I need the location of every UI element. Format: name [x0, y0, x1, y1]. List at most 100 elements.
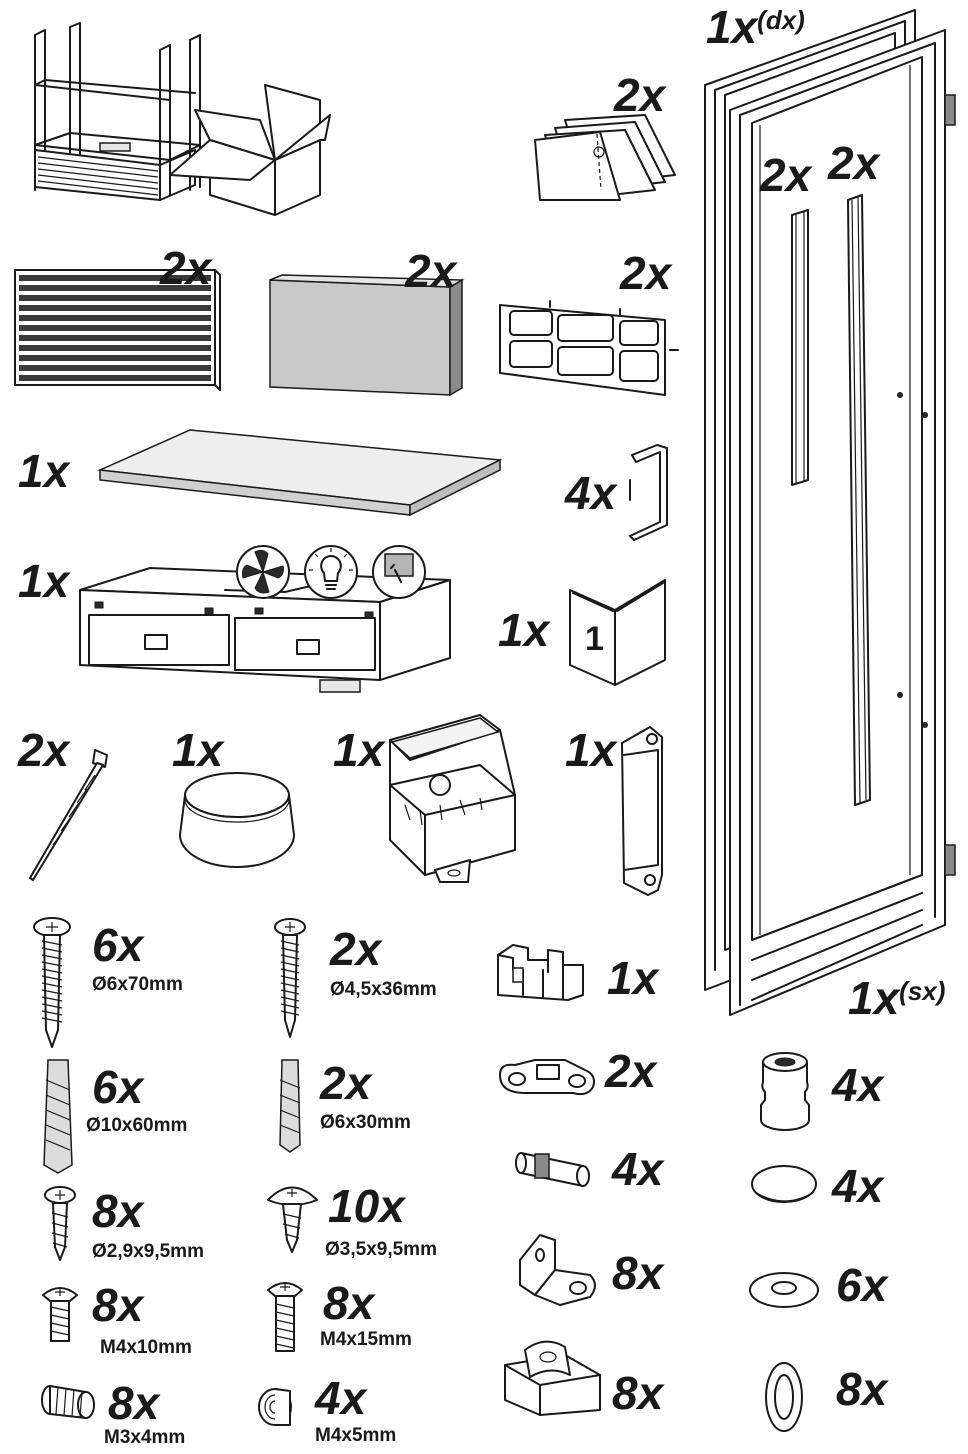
qty-anchor-10x60: 6x: [92, 1061, 144, 1113]
grille-slat: [19, 355, 211, 361]
dim-screw-6x70: Ø6x70mm: [92, 974, 183, 995]
grille-slat: [19, 275, 211, 281]
qty-junction-box: 1x: [333, 724, 385, 776]
cable-tie-illustration: [29, 749, 108, 881]
glass-shelf-illustration: [97, 429, 503, 517]
screw-m4x15-illustration: [267, 1282, 303, 1352]
screw-4-5x36-illustration: [274, 918, 306, 1038]
qty-u-clip: 8x: [612, 1367, 664, 1419]
angle-bracket-illustration: [519, 1234, 596, 1306]
hinge-plate-illustration: [621, 726, 663, 896]
dim-anchor-10x60: Ø10x60mm: [86, 1115, 188, 1136]
book-number: 1: [585, 620, 604, 658]
grille-slat: [19, 365, 211, 371]
grub-m4x5-illustration: [258, 1388, 292, 1426]
grille-slat: [19, 285, 211, 291]
grille-slat: [19, 295, 211, 301]
oval-grommet-illustration: [765, 1362, 803, 1432]
dim-screw-3-5x9-5: Ø3,5x9,5mm: [325, 1239, 437, 1260]
screw-m4x10-illustration: [42, 1287, 78, 1342]
screw-3-5x9-5-illustration: [267, 1186, 318, 1253]
qty-door-sx: 1x(sx): [848, 972, 946, 1024]
round-cap-illustration: [179, 772, 295, 868]
bushing-illustration: [760, 1052, 810, 1131]
panel-illustration: [269, 274, 465, 397]
qty-hinge-plate: 1x: [565, 724, 617, 776]
qty-oval-grommet: 8x: [836, 1363, 888, 1415]
qty-pin: 4x: [612, 1143, 664, 1195]
dim-grub-m4x5: M4x5mm: [315, 1425, 397, 1446]
filter-frame-illustration: [499, 300, 679, 396]
screw-thread: [41, 940, 63, 946]
clip-bracket-illustration: [499, 1059, 595, 1096]
grille-slat: [19, 345, 211, 351]
dim-screw-m4x15: M4x15mm: [320, 1329, 412, 1350]
dome-cap-illustration: [751, 1165, 817, 1203]
screw-6x70-illustration: [33, 917, 71, 1048]
qty-manual-sheets: 2x: [614, 69, 666, 121]
grille-slat: [19, 335, 211, 341]
screw-thread: [280, 996, 300, 1002]
screw-thread: [41, 954, 63, 960]
screw-thread: [41, 982, 63, 988]
qty-door-dx: 1x(dx): [706, 1, 805, 53]
grille-illustration: [14, 269, 221, 391]
drawer-unit-illustration: [79, 567, 451, 693]
qty-washer: 6x: [836, 1259, 888, 1311]
qty-spacer-block: 1x: [607, 952, 659, 1004]
screw-thread: [280, 940, 300, 946]
feature-icons: [236, 545, 426, 599]
dim-grub-m3x4: M3x4mm: [104, 1427, 186, 1448]
qty-grub-m3x4: 8x: [108, 1377, 160, 1429]
screw-thread: [41, 961, 63, 967]
cabinet-frame-illustration: [34, 22, 331, 216]
dim-screw-4-5x36: Ø4,5x36mm: [330, 979, 437, 1000]
grille-slat: [19, 325, 211, 331]
qty-dome-cap: 4x: [832, 1160, 884, 1212]
screw-thread: [280, 1010, 300, 1016]
qty-screw-2-9x9-5: 8x: [92, 1185, 144, 1237]
qty-cable-tie: 2x: [18, 724, 70, 776]
qty-bushing: 4x: [832, 1059, 884, 1111]
qty-panel: 2x: [405, 245, 457, 297]
screw-thread: [41, 1003, 63, 1009]
screw-thread: [41, 968, 63, 974]
qty-screw-6x70: 6x: [92, 919, 144, 971]
anchor-6x30-illustration: [279, 1059, 301, 1153]
door-frame-illustration: [704, 9, 956, 1016]
qty-drawer-unit: 1x: [18, 555, 70, 607]
screw-thread: [41, 1010, 63, 1016]
u-clip-illustration: [504, 1340, 601, 1416]
junction-box-illustration: [389, 714, 516, 883]
qty-instruction-book: 1x: [498, 604, 550, 656]
spacer-block-illustration: [497, 944, 584, 1001]
grille-slat: [19, 375, 211, 381]
anchor-10x60-illustration: [43, 1059, 73, 1174]
qty-grille: 2x: [160, 242, 212, 294]
qty-screw-3-5x9-5: 10x: [328, 1180, 405, 1232]
dim-screw-m4x10: M4x10mm: [100, 1337, 192, 1358]
qty-grub-m4x5: 4x: [315, 1372, 367, 1424]
door-dx-suffix: (dx): [757, 5, 805, 35]
qty-anchor-6x30: 2x: [320, 1057, 372, 1109]
screw-thread: [280, 961, 300, 967]
qty-glass-shelf: 1x: [18, 445, 70, 497]
screw-2-9x9-5-illustration: [44, 1186, 76, 1261]
qty-angle-bracket: 8x: [612, 1247, 664, 1299]
screw-thread: [41, 1017, 63, 1023]
qty-filter-frame: 2x: [620, 247, 672, 299]
qty-clip-bracket: 2x: [605, 1045, 657, 1097]
touch-control-icon: [372, 545, 426, 599]
screw-thread: [280, 947, 300, 953]
screw-thread: [280, 1003, 300, 1009]
screw-thread: [280, 982, 300, 988]
screw-thread: [280, 989, 300, 995]
screw-thread: [41, 989, 63, 995]
qty-screw-4-5x36: 2x: [330, 923, 382, 975]
grille-slat: [19, 315, 211, 321]
dim-screw-2-9x9-5: Ø2,9x9,5mm: [92, 1241, 204, 1262]
light-bulb-icon: [304, 545, 358, 599]
screw-thread: [280, 954, 300, 960]
washer-illustration: [749, 1272, 819, 1308]
screw-thread: [41, 947, 63, 953]
